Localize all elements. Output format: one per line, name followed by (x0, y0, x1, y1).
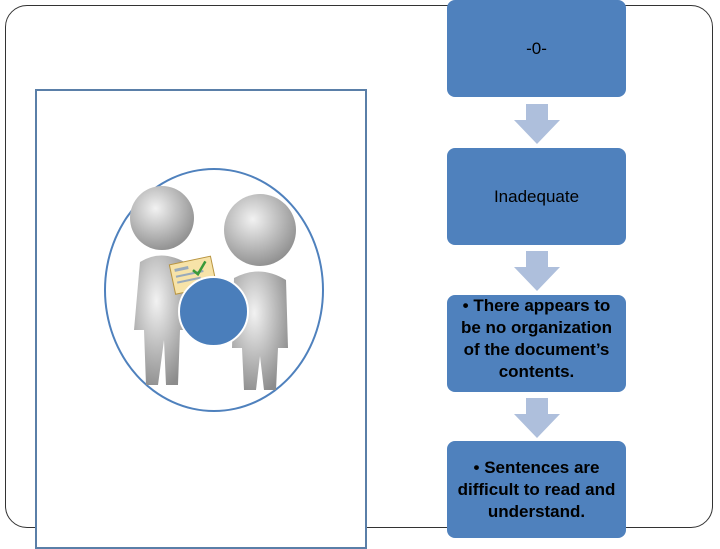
flow-step-rating: Inadequate (447, 148, 626, 245)
flow-step-organization: • There appears to be no organization of… (447, 295, 626, 392)
flow-step-score: -0- (447, 0, 626, 97)
down-arrow-icon (514, 251, 560, 291)
down-arrow-icon (514, 104, 560, 144)
down-arrow-icon (514, 398, 560, 438)
blue-circle-accent (178, 276, 249, 347)
two-figures-clipboard-illustration (130, 186, 296, 390)
flow-step-readability: • Sentences are difficult to read and un… (447, 441, 626, 538)
